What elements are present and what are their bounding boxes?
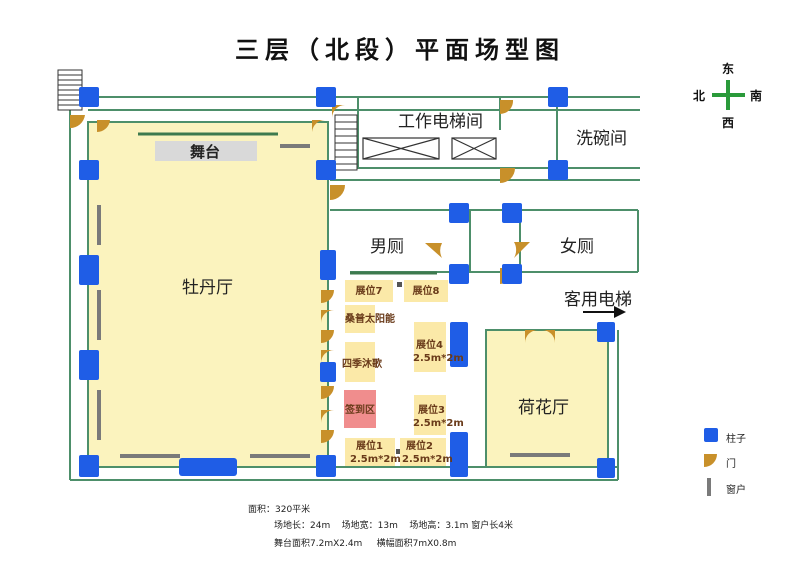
elevator-room-label: 工作电梯间 bbox=[398, 112, 483, 132]
lotus-hall-area bbox=[486, 330, 608, 467]
signin-area bbox=[344, 390, 376, 428]
booth-8-label: 展位8 bbox=[412, 286, 440, 297]
signin-area-label: 签到区 bbox=[345, 405, 375, 416]
compass-west: 西 bbox=[722, 116, 735, 130]
booth-1-label: 展位1 bbox=[356, 441, 383, 452]
womens-room-label: 女厕 bbox=[560, 237, 594, 257]
booth-3-size: 2.5m*2m bbox=[413, 418, 464, 429]
dimension-stat: 场地长：24m 场地宽：13m 场地高：3.1m 窗户长4米 bbox=[274, 521, 513, 531]
pillars bbox=[79, 87, 615, 478]
area-stat: 面积：320平米 bbox=[248, 505, 311, 515]
four-seasons-booth-label: 四季沐歌 bbox=[342, 359, 382, 370]
sunpower-booth-label: 桑普太阳能 bbox=[345, 314, 395, 325]
booth-3-label: 展位3 bbox=[418, 405, 445, 416]
dish-room-label: 洗碗间 bbox=[576, 129, 627, 149]
door-legend-icon bbox=[704, 454, 717, 467]
compass-north: 北 bbox=[693, 89, 706, 103]
compass-east: 东 bbox=[722, 62, 735, 76]
compass-cross bbox=[712, 80, 745, 110]
page-title: 三层（北段）平面场型图 bbox=[235, 35, 565, 64]
legend-pillar-label: 柱子 bbox=[726, 434, 746, 445]
pillar-legend-icon bbox=[704, 428, 718, 442]
peony-hall-area bbox=[88, 122, 328, 467]
mens-room-label: 男厕 bbox=[370, 237, 404, 257]
stage-block bbox=[155, 141, 257, 161]
booth-7-label: 展位7 bbox=[355, 286, 383, 297]
booth-1-size: 2.5m*2m bbox=[350, 454, 401, 465]
staircase-center bbox=[334, 114, 358, 171]
legend-door-label: 门 bbox=[726, 459, 736, 470]
booth-4-size: 2.5m*2m bbox=[413, 353, 464, 364]
windows bbox=[97, 144, 570, 458]
lotus-hall-label: 荷花厅 bbox=[518, 398, 569, 418]
guest-elevator-label: 客用电梯 bbox=[564, 290, 632, 310]
booth-2-label: 展位2 bbox=[406, 441, 433, 452]
stage-label: 舞台 bbox=[190, 143, 221, 161]
legend-window-label: 窗户 bbox=[726, 485, 746, 496]
stage-banner-stat: 舞台面积7.2mX2.4m 横幅面积7mX0.8m bbox=[274, 539, 457, 549]
booth-2-size: 2.5m*2m bbox=[402, 454, 453, 465]
elevator-shafts bbox=[362, 137, 497, 160]
compass-south: 南 bbox=[750, 89, 763, 103]
staircase-west bbox=[57, 69, 83, 111]
booth-blocks bbox=[345, 280, 448, 466]
booth-4-label: 展位4 bbox=[416, 340, 443, 351]
peony-hall-label: 牡丹厅 bbox=[182, 278, 233, 298]
guest-elevator-arrow bbox=[583, 306, 626, 318]
